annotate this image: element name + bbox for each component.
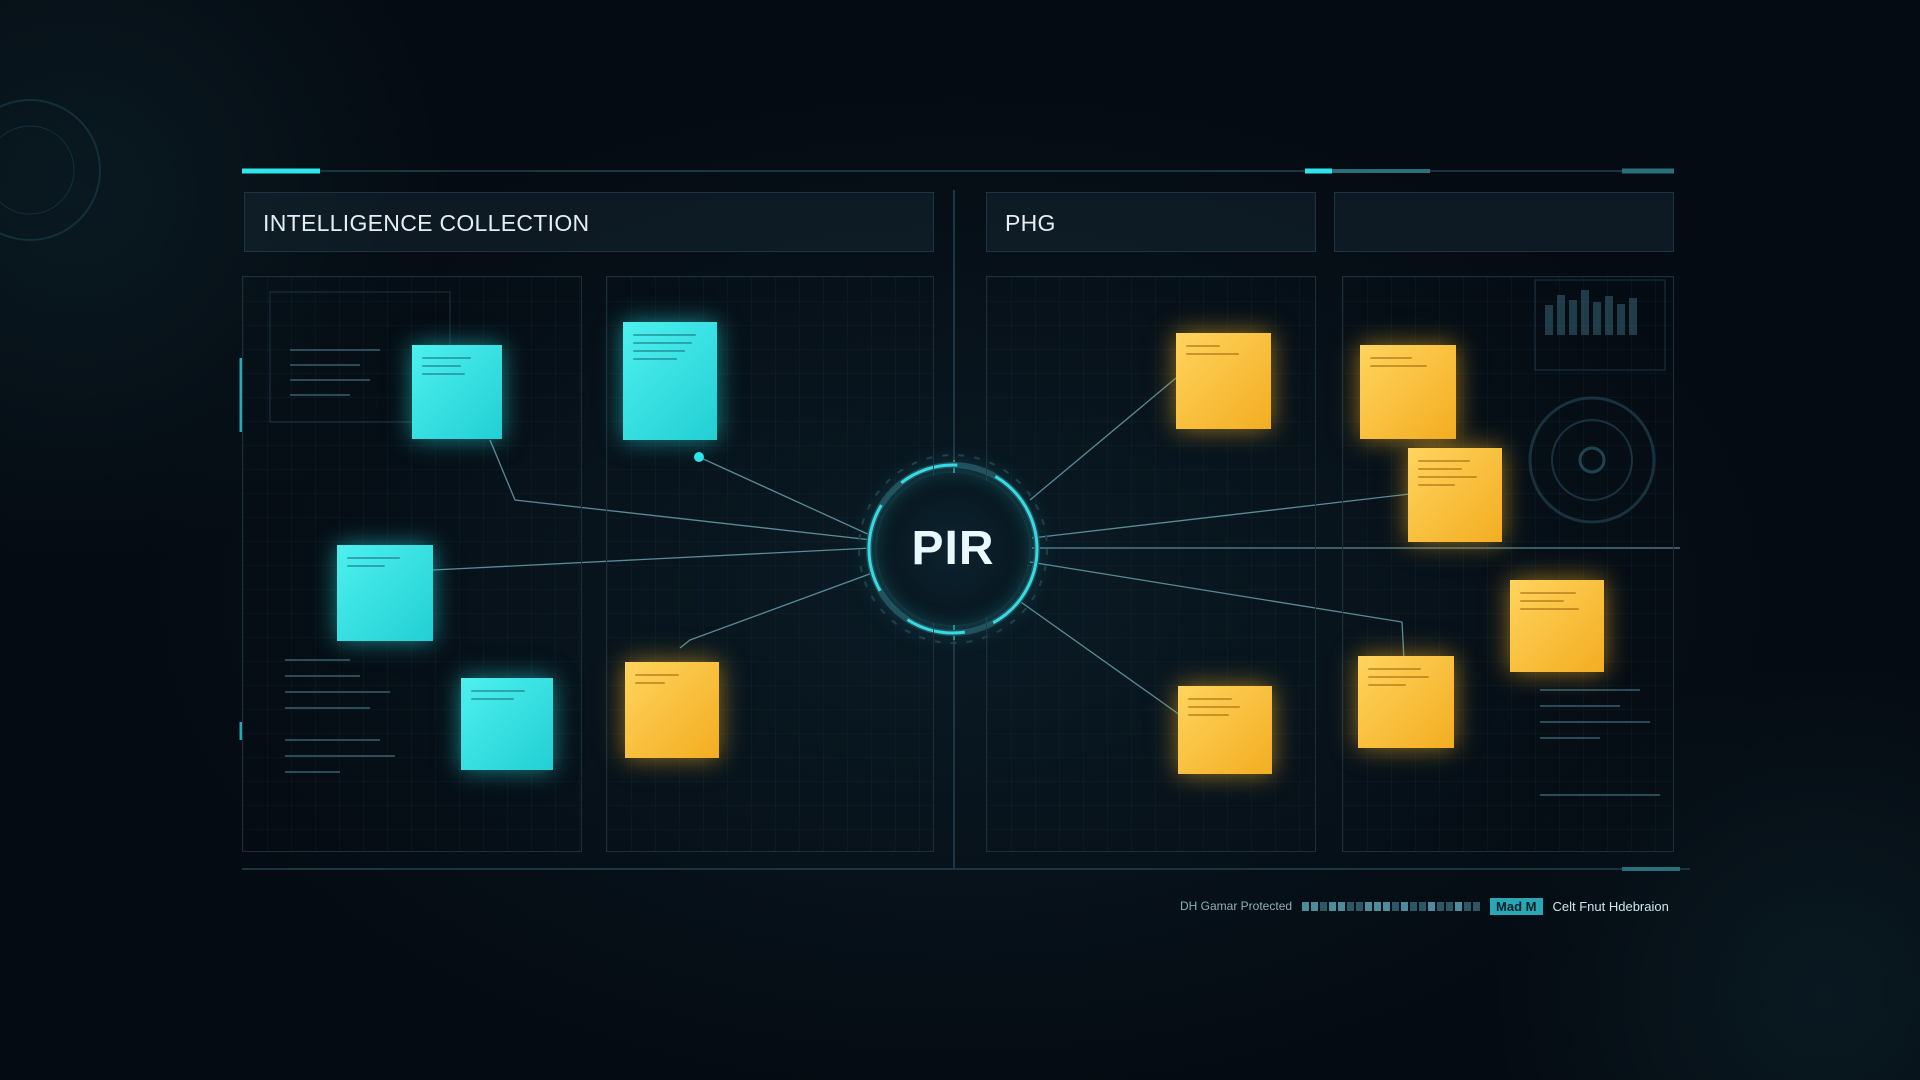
mode-badge[interactable]: Mad M	[1490, 897, 1543, 915]
status-progress-icon	[1302, 901, 1481, 911]
middle-title: PHG	[1005, 210, 1056, 236]
intel-note-cyan-3[interactable]	[337, 545, 433, 641]
status-bar: DH Gamar Protected Mad M Celt Fnut Hdebr…	[1180, 895, 1669, 917]
intel-note-amber-4[interactable]	[1408, 448, 1502, 542]
status-right-text: Celt Fnut Hdebraion	[1552, 898, 1669, 914]
intel-note-cyan-1[interactable]	[412, 345, 502, 439]
collection-title: INTELLIGENCE COLLECTION	[263, 210, 590, 236]
right-header	[1334, 192, 1674, 252]
status-left-text: DH Gamar Protected	[1180, 899, 1293, 913]
pir-hub[interactable]: PIR	[877, 473, 1029, 625]
intel-note-amber-7[interactable]	[1178, 686, 1272, 774]
intel-note-amber-5[interactable]	[1510, 580, 1604, 672]
intel-note-amber-1[interactable]	[625, 662, 719, 758]
intel-note-cyan-4[interactable]	[461, 678, 553, 770]
intel-note-amber-6[interactable]	[1358, 656, 1454, 748]
collection-header: INTELLIGENCE COLLECTION	[244, 192, 934, 252]
intel-note-amber-2[interactable]	[1176, 333, 1271, 429]
intel-note-amber-3[interactable]	[1360, 345, 1456, 439]
middle-header: PHG	[986, 192, 1316, 252]
pir-label: PIR	[911, 522, 995, 575]
intel-note-cyan-2[interactable]	[623, 322, 717, 440]
